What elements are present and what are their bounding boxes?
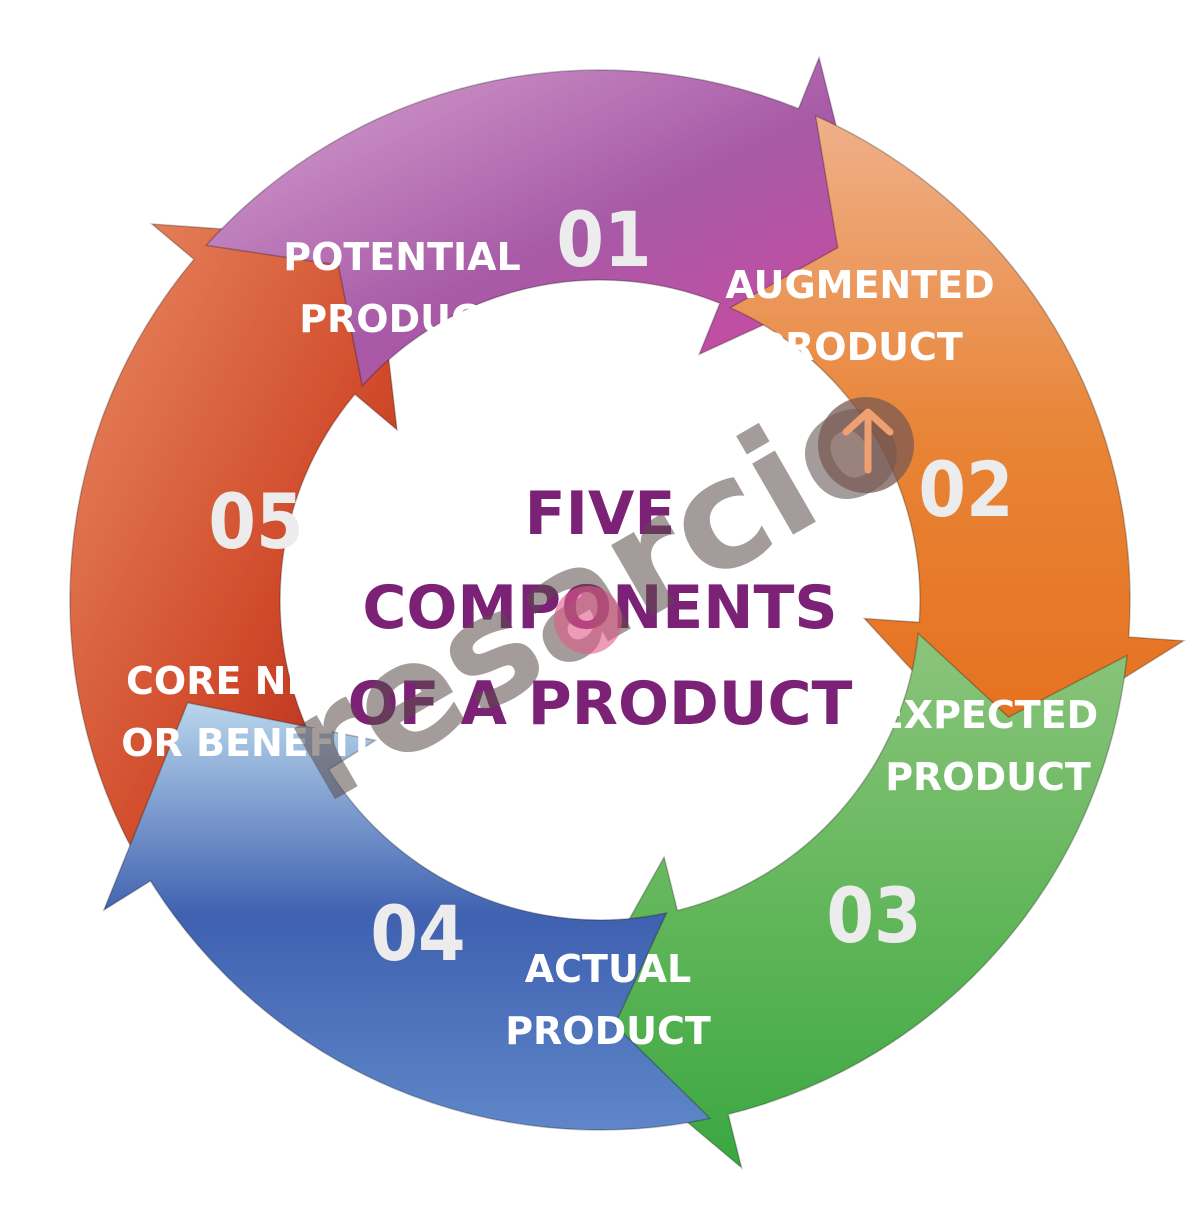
segment-label-03-line2: PRODUCT [885,755,1091,799]
segment-label-01-line1: POTENTIAL [283,235,521,279]
segment-number-03: 03 [826,871,921,960]
segment-label-05-line1: CORE NEED [126,659,370,703]
watermark-dot [554,586,622,654]
segment-label-04-line1: ACTUAL [525,947,692,991]
cycle-arrow-02 [728,114,1186,761]
segment-label-03-line1: EXPECTED [878,693,1098,737]
segment-label-05-line2: OR BENEFIT [121,721,375,765]
cycle-arrow-03 [569,631,1128,1170]
segment-number-02: 02 [918,445,1013,534]
segment-label-04-line2: PRODUCT [505,1009,711,1053]
center-title-line1: FIVE [525,479,676,549]
center-title-line3: OF A PRODUCT [348,669,853,739]
segment-number-04: 04 [370,889,465,978]
segment-number-01: 01 [556,195,651,284]
up-arrow-icon [842,408,894,474]
cycle-arrow-04 [102,701,712,1131]
segment-label-02-line2: PRODUCT [757,325,963,369]
segment-label-02-line1: AUGMENTED [725,263,994,307]
cycle-arrow-05 [69,223,398,867]
segment-label-01-line2: PRODUCT [299,297,505,341]
segment-number-05: 05 [208,477,303,566]
cycle-arrow-01 [204,55,875,388]
